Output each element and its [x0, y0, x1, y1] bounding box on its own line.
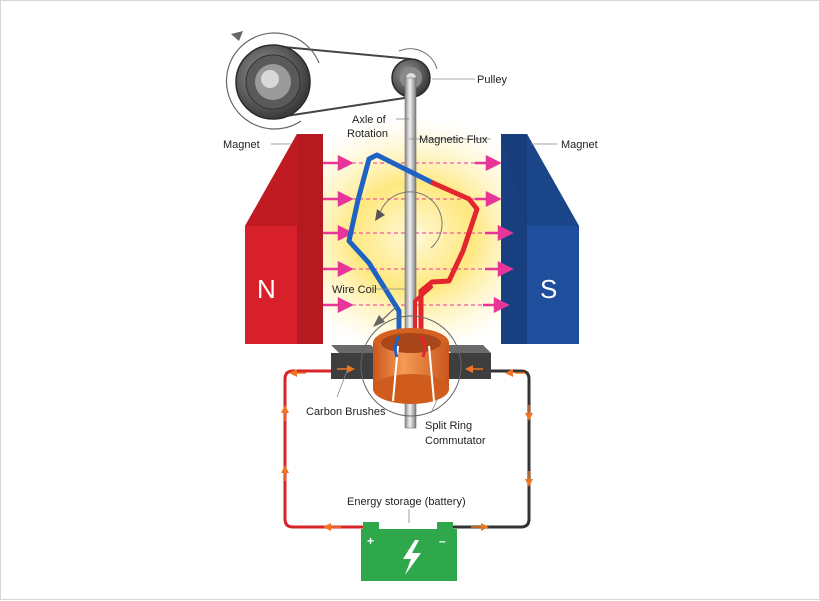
magnetic-flux-label: Magnetic Flux — [419, 134, 488, 146]
pulley-label: Pulley — [477, 74, 507, 86]
axle-label-line2: Rotation — [347, 128, 388, 140]
label-leader-lines — [336, 118, 491, 414]
driven-wheel — [225, 31, 320, 130]
magnet-left-label: Magnet — [223, 139, 260, 151]
magnet-right-label: Magnet — [561, 139, 598, 151]
battery-label: Energy storage (battery) — [347, 496, 466, 508]
coil-red-segment — [418, 180, 480, 334]
battery: + – — [361, 509, 457, 581]
coil-red-lead — [413, 285, 433, 333]
flux-arrows-right — [475, 154, 514, 314]
pulley-belt — [272, 45, 412, 119]
coil-blue-segment — [346, 152, 436, 334]
negative-terminal: – — [439, 534, 446, 548]
commutator-label-line2: Commutator — [425, 435, 486, 447]
lightning-bolt-icon — [403, 540, 421, 575]
commutator-label-line1: Split Ring — [425, 420, 472, 432]
rotation-arrow-head-icon — [231, 31, 243, 41]
pulley — [391, 48, 475, 98]
north-magnet — [245, 134, 323, 344]
wire-coil — [346, 152, 480, 334]
negative-wire — [447, 369, 531, 529]
axle-label-line1: Axle of — [352, 114, 387, 126]
carbon-brushes — [331, 345, 491, 379]
carbon-brushes-label: Carbon Brushes — [306, 406, 386, 418]
south-magnet — [501, 134, 579, 344]
circuit-wires — [283, 369, 531, 529]
positive-wire — [283, 369, 375, 529]
coil-rotation-indicator — [375, 191, 443, 249]
wire-coil-label: Wire Coil — [332, 284, 377, 296]
pulley-rotation-arrow-icon — [398, 48, 438, 70]
positive-terminal: + — [367, 534, 374, 548]
north-pole-label: N — [257, 274, 276, 304]
split-ring-commutator — [360, 315, 462, 417]
current-arrow-icons — [281, 365, 533, 531]
south-pole-label: S — [540, 274, 557, 304]
axle-of-rotation — [404, 77, 417, 429]
flux-arrows-left — [323, 154, 354, 314]
rotation-arrow-icon — [225, 32, 320, 130]
current-arrow-shafts — [284, 368, 530, 528]
